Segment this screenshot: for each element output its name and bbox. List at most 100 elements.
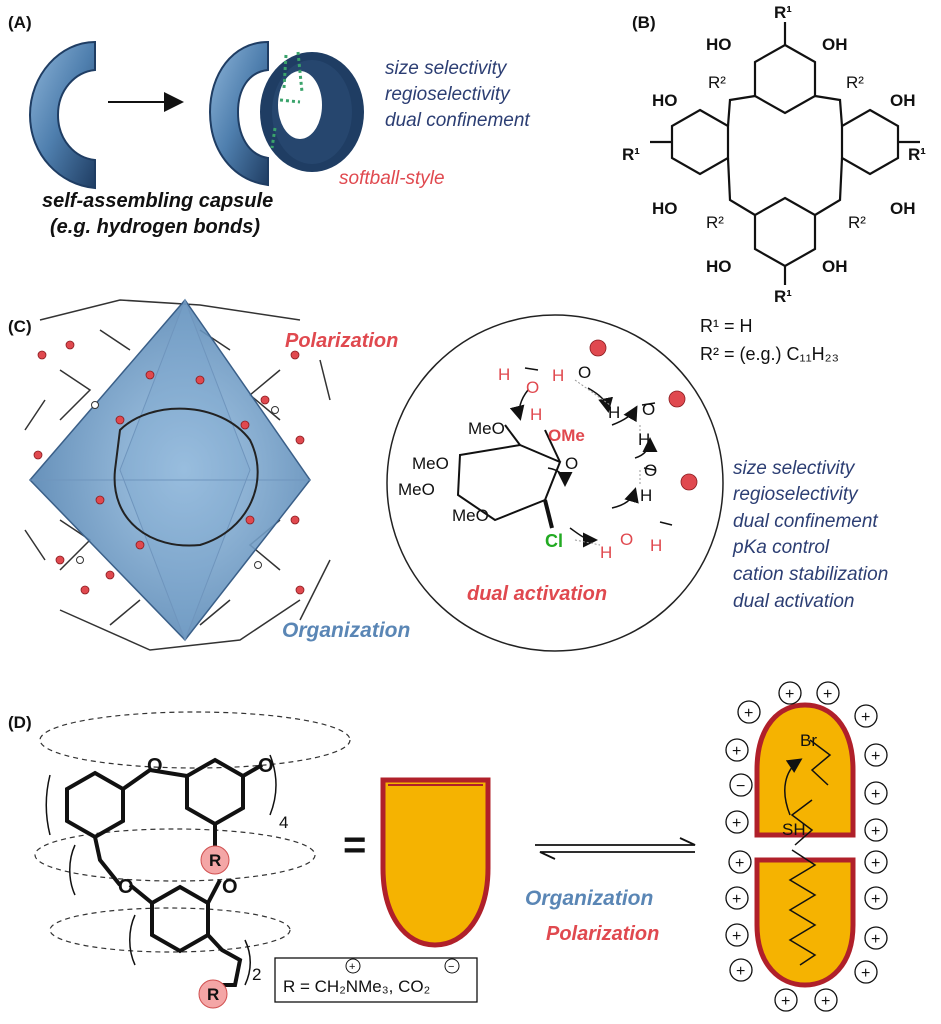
plus-charge-icon	[737, 700, 761, 724]
br-label: Br	[800, 731, 817, 750]
r2-top-left: R²	[708, 73, 726, 92]
charge-sign: +	[861, 709, 870, 726]
resorcinarene-structure	[650, 22, 920, 285]
plus-charge-icon	[725, 738, 749, 762]
panel-label-c: (C)	[8, 317, 32, 336]
panel-label-a: (A)	[8, 13, 32, 32]
charge-sign: +	[736, 963, 745, 980]
plus-charge-icon	[725, 886, 749, 910]
plus-charge-icon	[854, 960, 878, 984]
r2-bottom-left: R²	[706, 213, 724, 232]
softball-style-label: softball-style	[339, 168, 445, 189]
c-feature-1: size selectivity	[733, 458, 856, 479]
water-h-4: H	[608, 403, 620, 422]
water-o-1: O	[526, 378, 539, 397]
water-h-1: H	[498, 365, 510, 384]
plus-charge-icon	[854, 704, 878, 728]
r-definition: R = CH₂NMe₃, CO₂	[283, 977, 430, 996]
charge-sign: +	[744, 705, 753, 722]
charge-sign: +	[785, 686, 794, 703]
water-h-6: H	[640, 486, 652, 505]
charge-sign: +	[871, 855, 880, 872]
c-feature-3: dual confinement	[733, 511, 878, 532]
water-o-2: O	[578, 363, 591, 382]
charge-sign: +	[821, 993, 830, 1010]
water-o-4: O	[644, 461, 657, 480]
cup-capsule-icon	[380, 777, 491, 948]
subscript-2: 2	[252, 965, 261, 984]
charge-sign: +	[861, 965, 870, 982]
plus-charge-icon	[864, 926, 888, 950]
dual-activation-diagram	[386, 314, 724, 652]
plus-charge-icon	[778, 681, 802, 705]
plus-charge-icon	[774, 988, 798, 1012]
o-label-4: O	[222, 876, 238, 898]
plus-charge-icon	[864, 743, 888, 767]
feature-regioselectivity: regioselectivity	[385, 84, 511, 105]
r1-left: R¹	[622, 145, 640, 164]
r1-right: R¹	[908, 145, 926, 164]
panel-c-feature-list: size selectivity regioselectivity dual c…	[732, 458, 888, 612]
softball-capsule-icon	[208, 40, 364, 187]
plus-charge-icon	[814, 988, 838, 1012]
ho-top-left: HO	[706, 35, 732, 54]
charge-sign: +	[871, 891, 880, 908]
plus-charge-icon	[729, 958, 753, 982]
meo-2: MeO	[412, 454, 449, 473]
ho-left-bottom: HO	[652, 199, 678, 218]
charge-sign: +	[871, 931, 880, 948]
dimer-capsule-icon	[754, 702, 856, 988]
subscript-4: 4	[279, 813, 288, 832]
feature-dual-confinement: dual confinement	[385, 110, 530, 131]
cl-label: Cl	[545, 531, 563, 551]
r-group-top: R	[209, 851, 221, 870]
r1-definition: R¹ = H	[700, 316, 753, 336]
meo-3: MeO	[398, 480, 435, 499]
polarization-label-d: Polarization	[546, 923, 659, 945]
ho-left-top: HO	[652, 91, 678, 110]
minus-charge-icon	[729, 773, 753, 797]
charge-symbols	[725, 681, 888, 1012]
meo-1: MeO	[468, 419, 505, 438]
organization-label-d: Organization	[525, 887, 653, 910]
half-capsule-icon	[28, 40, 96, 190]
oh-right-bottom: OH	[890, 199, 916, 218]
plus-charge-icon	[864, 850, 888, 874]
r-group-bottom: R	[207, 985, 219, 1004]
charge-sign: −	[736, 778, 745, 795]
water-o-5: O	[620, 530, 633, 549]
plus-charge-icon	[864, 886, 888, 910]
r2-definition: R² = (e.g.) C₁₁H₂₃	[700, 344, 839, 364]
r2-bottom-right: R²	[848, 213, 866, 232]
charge-sign: +	[732, 928, 741, 945]
ring-o-label: O	[565, 454, 578, 473]
r2-top-right: R²	[846, 73, 864, 92]
hexameric-capsule-icon	[24, 298, 331, 651]
water-h-3: H	[530, 405, 542, 424]
charge-sign: +	[871, 786, 880, 803]
water-h-8: H	[650, 536, 662, 555]
ho-bottom-left: HO	[706, 257, 732, 276]
plus-charge-icon	[816, 681, 840, 705]
r-definition-box	[274, 957, 478, 1003]
equals-sign: =	[343, 823, 366, 867]
charge-sign: +	[871, 748, 880, 765]
sh-label: SH	[782, 820, 806, 839]
c-feature-2: regioselectivity	[733, 484, 859, 505]
r1-top: R¹	[774, 3, 792, 22]
panel-a-feature-list: size selectivity regioselectivity dual c…	[385, 58, 530, 131]
equilibrium-arrows	[535, 837, 696, 860]
charge-sign: +	[732, 891, 741, 908]
meo-4: MeO	[452, 506, 489, 525]
ome-label: OMe	[548, 426, 585, 445]
minus-charge-label: −	[448, 961, 454, 973]
plus-charge-icon	[864, 818, 888, 842]
o-label-2: O	[258, 755, 274, 777]
oh-bottom-right: OH	[822, 257, 848, 276]
charge-sign: +	[781, 993, 790, 1010]
polarization-label-c: Polarization	[285, 330, 398, 352]
charge-sign: +	[871, 823, 880, 840]
charge-sign: +	[732, 815, 741, 832]
o-label-3: O	[118, 876, 134, 898]
